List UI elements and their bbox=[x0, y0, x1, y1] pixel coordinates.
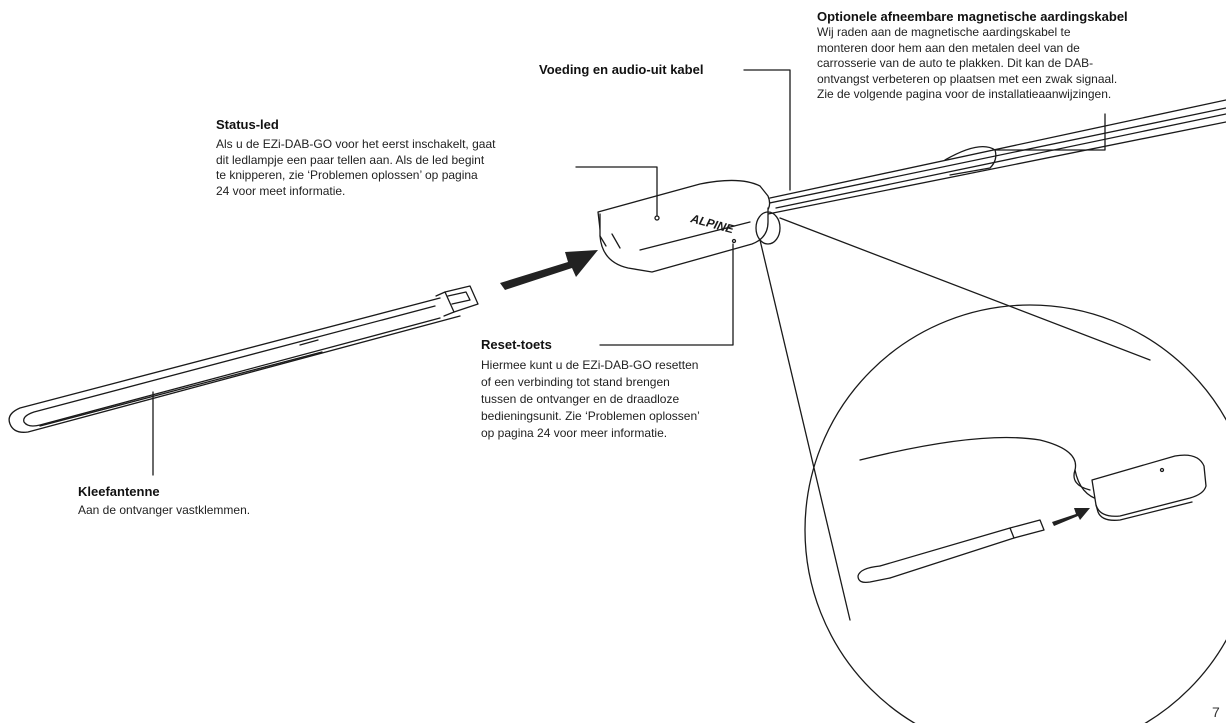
optional-cable-line-1: Wij raden aan de magnetische aardingskab… bbox=[817, 25, 1071, 39]
status-led-line-1: Als u de EZi-DAB-GO voor het eerst insch… bbox=[216, 137, 496, 151]
detail-marker-circle bbox=[755, 211, 781, 245]
reset-button-line-4: bedieningsunit. Zie ‘Problemen oplossen’ bbox=[481, 409, 700, 423]
optional-cable-line-3: carrosserie van de auto te plakken. Dit … bbox=[817, 56, 1094, 70]
optional-cable-title: Optionele afneembare magnetische aarding… bbox=[817, 9, 1128, 24]
leader-power bbox=[743, 69, 791, 191]
insert-arrow bbox=[500, 250, 598, 290]
status-led-line-2: dit ledlampje een paar tellen aan. Als d… bbox=[216, 152, 485, 167]
antenna-strip bbox=[8, 285, 479, 433]
optional-cable-line-2: monteren door hem aan den metalen deel v… bbox=[817, 40, 1080, 55]
reset-button-line-1: Hiermee kunt u de EZi-DAB-GO resetten bbox=[481, 358, 699, 372]
optional-cable-line-5: Zie de volgende pagina voor de installat… bbox=[817, 87, 1112, 101]
power-cable-title: Voeding en audio-uit kabel bbox=[539, 62, 704, 77]
callout-status-led: Status-led Als u de EZi-DAB-GO voor het … bbox=[216, 117, 576, 199]
status-led-line-3: te knipperen, zie ‘Problemen oplossen’ o… bbox=[216, 168, 478, 182]
antenna-line-1: Aan de ontvanger vastklemmen. bbox=[78, 503, 251, 517]
optional-cable-line-4: ontvangst verbeteren op plaatsen met een… bbox=[817, 71, 1118, 86]
antenna-title: Kleefantenne bbox=[78, 484, 160, 499]
status-led-title: Status-led bbox=[216, 117, 279, 132]
leader-status-led bbox=[575, 166, 658, 217]
detail-antenna bbox=[857, 519, 1045, 584]
detail-circle bbox=[804, 304, 1226, 723]
reset-button-line-3: tussen de ontvanger en de draadloze bbox=[481, 392, 680, 406]
reset-button-title: Reset-toets bbox=[481, 337, 552, 352]
callout-antenna: Kleefantenne Aan de ontvanger vastklemme… bbox=[78, 484, 338, 519]
page-number: 7 bbox=[1212, 704, 1220, 720]
status-led-line-4: 24 voor meet informatie. bbox=[216, 183, 346, 198]
receiver-device bbox=[597, 179, 771, 273]
callout-optional-cable: Optionele afneembare magnetische aarding… bbox=[817, 9, 1226, 103]
reset-button-line-2: of een verbinding tot stand brengen bbox=[481, 375, 670, 389]
grounding-cable bbox=[759, 99, 1226, 215]
detail-receiver bbox=[859, 436, 1207, 521]
leader-reset bbox=[599, 243, 734, 346]
callout-reset-button: Reset-toets Hiermee kunt u de EZi-DAB-GO… bbox=[481, 337, 781, 442]
leader-optional-cable bbox=[994, 113, 1106, 151]
reset-button-line-5: op pagina 24 voor meer informatie. bbox=[481, 426, 668, 440]
detail-arrow bbox=[1052, 508, 1090, 526]
